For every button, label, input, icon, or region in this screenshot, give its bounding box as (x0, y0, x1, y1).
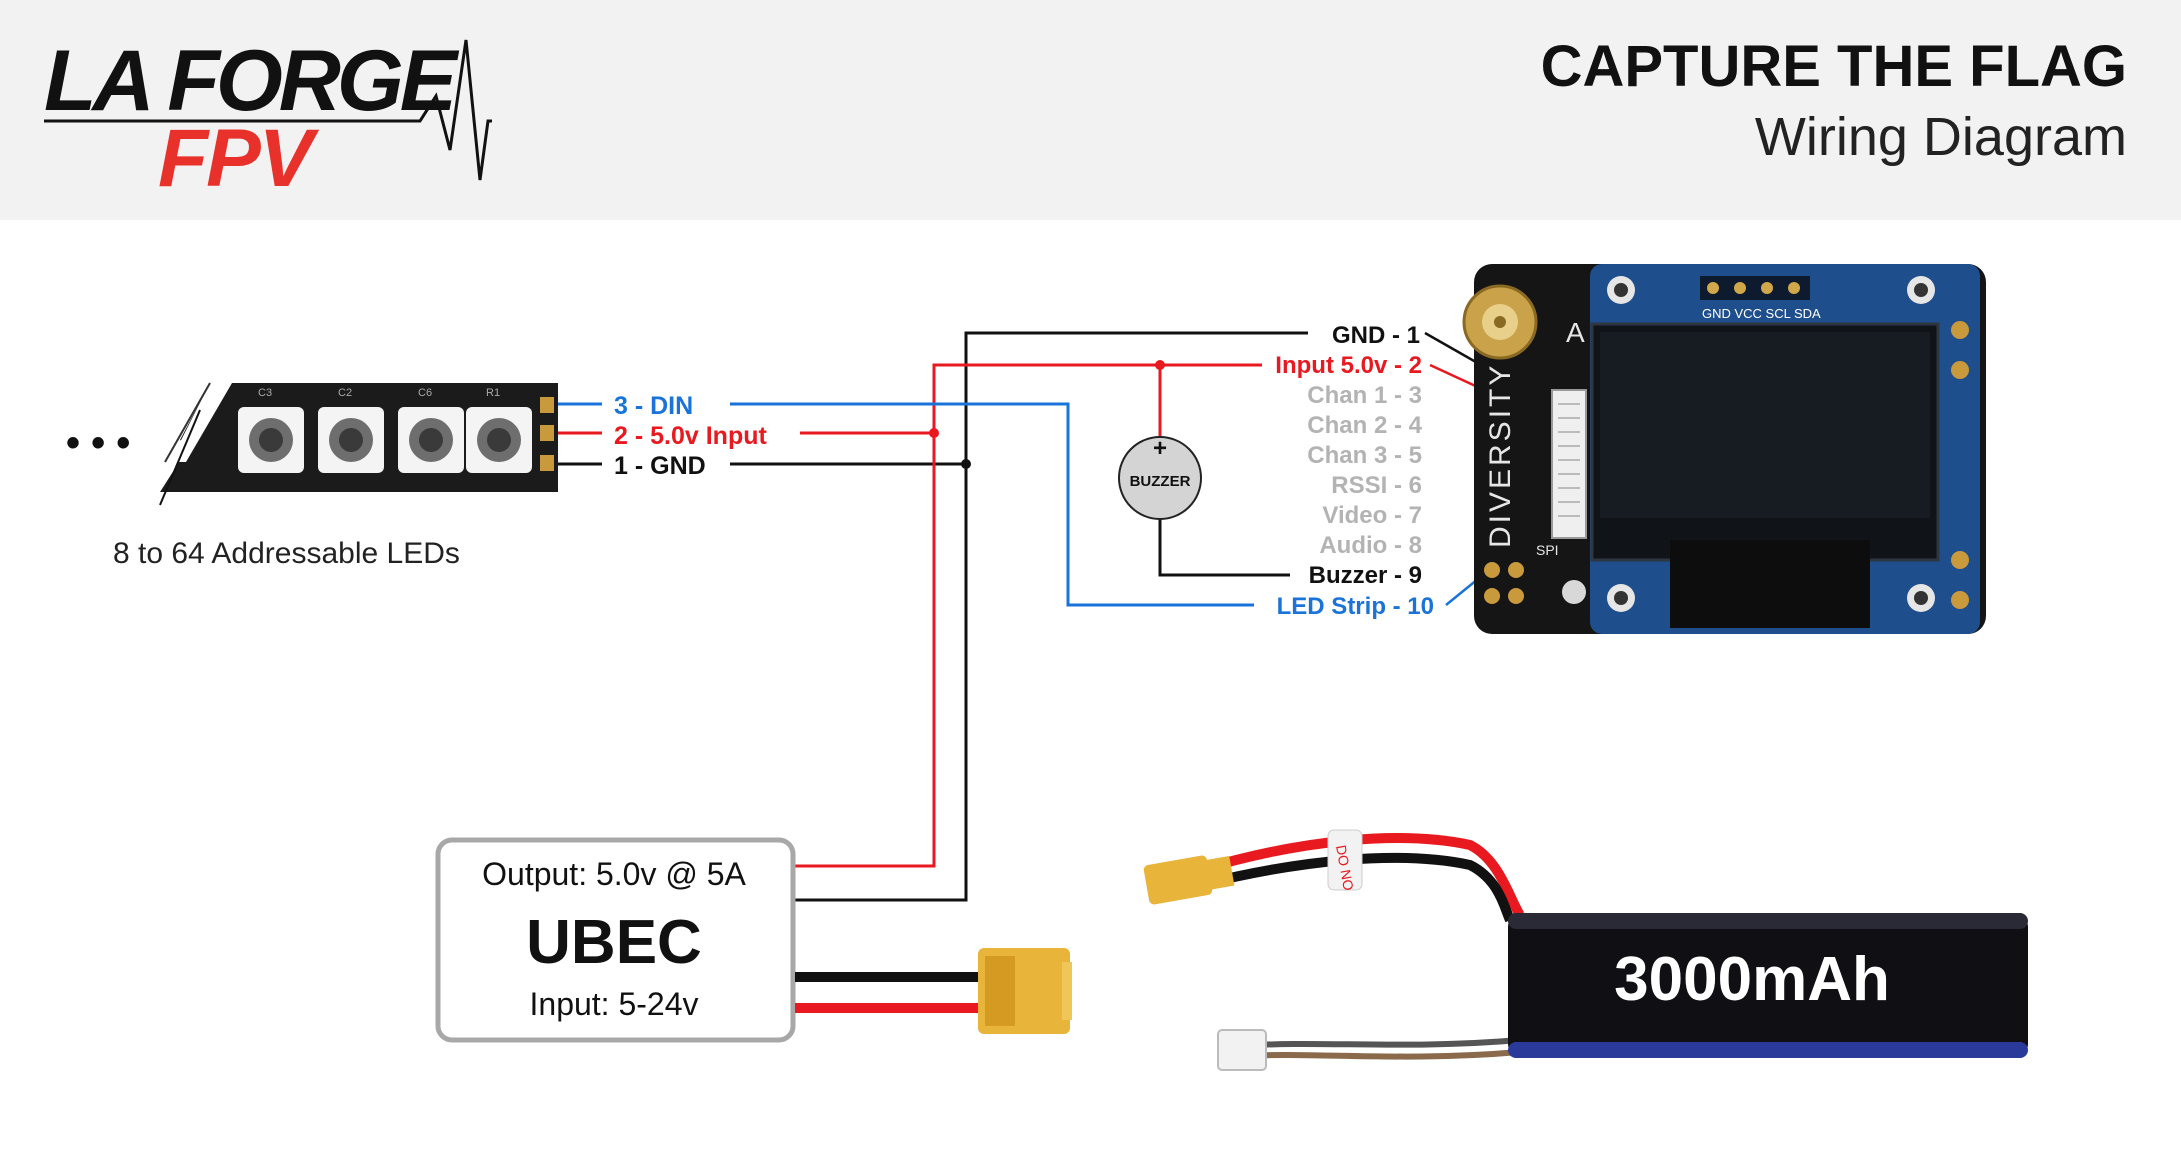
junction-5v (929, 428, 939, 438)
page-title: CAPTURE THE FLAG (1540, 34, 2127, 99)
receiver-pin-7: Video - 7 (1322, 502, 1422, 529)
spi-label: SPI (1536, 542, 1559, 558)
page-subtitle: Wiring Diagram (1754, 107, 2127, 167)
logo-text-fpv: FPV (158, 113, 313, 204)
receiver-pin-8: Audio - 8 (1319, 532, 1422, 559)
wire-5v (795, 363, 1262, 868)
ubec-module: Output: 5.0v @ 5A UBEC Input: 5-24v (435, 837, 796, 1043)
battery: DO NO 3000mAh (1143, 829, 2028, 1071)
receiver-board: GND VCC SCL SDA A DIVERSITY SPI (1462, 264, 1986, 634)
balance-connector-icon (1217, 1029, 1267, 1071)
ubec-output-label: Output: 5.0v @ 5A (482, 856, 746, 892)
led-chip (398, 407, 464, 473)
buzzer-label: BUZZER (1130, 473, 1191, 490)
strip-ellipsis: • • • (66, 421, 130, 465)
header-pin-labels: GND VCC SCL SDA (1702, 306, 1821, 321)
led-strip: C3 C2 C6 R1 (159, 382, 558, 506)
strip-pin-5v: 2 - 5.0v Input (614, 422, 767, 450)
xt60-connector-icon (978, 948, 1072, 1034)
wire-gnd (730, 331, 1308, 902)
chip-label: R1 (486, 387, 500, 399)
led-strip-caption: 8 to 64 Addressable LEDs (113, 537, 460, 570)
diversity-label: DIVERSITY (1484, 363, 1517, 548)
battery-label-tag: DO NO (1327, 829, 1363, 892)
led-chip (318, 407, 384, 473)
wire-led-data (730, 402, 1254, 607)
battery-capacity: 3000mAh (1614, 945, 1890, 1014)
chip-label: C6 (418, 387, 432, 399)
strip-pin-din: 3 - DIN (614, 392, 693, 420)
junction-5v-buzzer (1155, 360, 1165, 370)
buzzer-plus-symbol: + (1153, 435, 1167, 462)
logo-heartbeat-icon (44, 39, 492, 181)
battery-tag-text: DO NO (1333, 844, 1357, 892)
logo-text-la-forge: LA FORGE (44, 33, 457, 129)
led-chip (238, 407, 304, 473)
led-chip (466, 407, 532, 473)
receiver-pin-10: LED Strip - 10 (1277, 593, 1434, 620)
wire-buzzer (1158, 518, 1290, 577)
strip-pin-gnd: 1 - GND (614, 452, 706, 480)
header-bar (0, 0, 2181, 220)
receiver-pin-1: GND - 1 (1332, 322, 1420, 349)
receiver-pin-2: Input 5.0v - 2 (1275, 352, 1422, 379)
chip-label: C3 (258, 387, 272, 399)
receiver-pin-4: Chan 2 - 4 (1307, 412, 1422, 439)
ubec-input-label: Input: 5-24v (530, 986, 699, 1022)
junction-gnd (961, 459, 971, 469)
antenna-label: A (1566, 317, 1585, 348)
receiver-pin-5: Chan 3 - 5 (1307, 442, 1422, 469)
receiver-pin-6: RSSI - 6 (1331, 472, 1422, 499)
receiver-pin-3: Chan 1 - 3 (1307, 382, 1422, 409)
battery-xt60-connector-icon (1143, 855, 1235, 905)
chip-label: C2 (338, 387, 352, 399)
ubec-name: UBEC (526, 908, 702, 977)
receiver-pin-9: Buzzer - 9 (1309, 562, 1422, 589)
buzzer: + BUZZER (1118, 435, 1202, 520)
